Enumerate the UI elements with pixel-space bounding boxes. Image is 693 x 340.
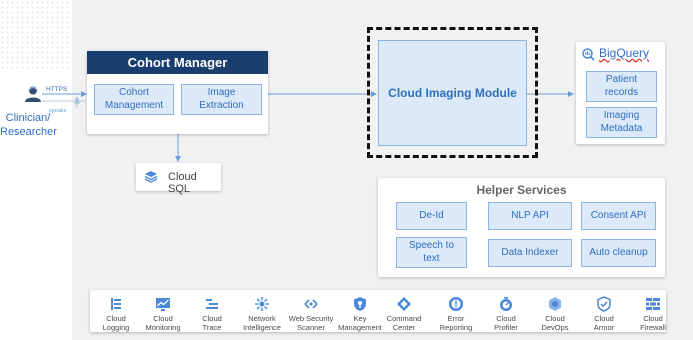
service-label-line1: Cloud (545, 314, 565, 323)
cloud-devops-icon (549, 297, 561, 311)
service-label-line2: Monitoring (145, 323, 181, 333)
microphone-icon (73, 96, 81, 114)
cohort-management-line1: Cohort (118, 87, 149, 98)
cloud-armor-icon (597, 296, 611, 312)
helper-item-consent-api[interactable]: Consent API (581, 202, 656, 230)
cohort-manager-title: Cohort Manager (87, 51, 268, 74)
web-security-scanner-icon (304, 299, 318, 309)
service-cloud-armor[interactable]: Cloud Armor (575, 296, 633, 333)
helper-item-label: Auto cleanup (589, 246, 648, 258)
service-label-line2: Armor (593, 323, 615, 333)
patient-records-box[interactable]: Patient records (586, 71, 657, 102)
key-management-icon (354, 297, 366, 311)
cloud-imaging-module-box[interactable]: Cloud Imaging Module (378, 40, 527, 146)
helper-item-label: Speech to (408, 240, 455, 251)
cloud-firewall-icon (646, 298, 660, 310)
service-label-line2: Center (392, 323, 416, 333)
service-command-center[interactable]: Command Center (375, 296, 433, 333)
service-label-line1: Cloud (153, 314, 173, 323)
service-network-intelligence[interactable]: Network Intelligence (233, 296, 291, 333)
helper-item-label: NLP API (511, 209, 549, 221)
helper-item-label-line2: text (423, 252, 440, 264)
cloud-imaging-module-label: Cloud Imaging Module (388, 85, 517, 100)
protocol-speaks-label: speaks (49, 108, 67, 114)
service-key-management[interactable]: Key Management (331, 296, 389, 333)
service-label-line2: Trace (202, 323, 222, 333)
protocol-https-label: HTTPS (46, 86, 68, 93)
helper-services-title: Helper Services (476, 183, 567, 197)
service-label-line2: DevOps (541, 323, 569, 333)
service-cloud-trace[interactable]: Cloud Trace (183, 296, 241, 333)
error-reporting-icon (449, 297, 463, 311)
cloud-monitoring-icon (156, 298, 170, 311)
actor-avatar-icon (24, 85, 42, 108)
network-intelligence-icon (255, 297, 269, 311)
cloud-profiler-icon (500, 297, 512, 311)
service-label-line2: Profiler (494, 323, 518, 333)
service-error-reporting[interactable]: Error Reporting (427, 296, 485, 333)
service-label-line2: Logging (102, 323, 130, 333)
service-label-line1: Network (248, 314, 276, 323)
service-label-line1: Key (353, 314, 367, 323)
cohort-management-box[interactable]: Cohort Management (94, 84, 174, 115)
helper-item-auto-cleanup[interactable]: Auto cleanup (581, 239, 656, 267)
image-extraction-box[interactable]: Image Extraction (181, 84, 262, 115)
cloud-sql-card[interactable]: Cloud SQL (136, 163, 221, 195)
services-bar (90, 290, 666, 332)
service-cloud-logging[interactable]: Cloud Logging (87, 296, 145, 333)
imaging-metadata-line2: Metadata (600, 122, 643, 134)
actor-label-line2: Researcher (0, 125, 57, 138)
service-label-line1: Web Security (288, 314, 334, 323)
cohort-management-line2: Management (104, 99, 164, 111)
actor-label-line1: Clinician/ (5, 112, 51, 124)
imaging-metadata-box[interactable]: Imaging Metadata (586, 107, 657, 138)
patient-records-line1: Patient (605, 74, 638, 85)
actor-label: Clinician/ Researcher (0, 112, 57, 140)
helper-item-label: De-Id (419, 209, 444, 221)
cloud-trace-icon (206, 299, 218, 309)
service-cloud-firewall[interactable]: Cloud Firewall (624, 296, 682, 333)
service-cloud-devops[interactable]: Cloud DevOps (526, 296, 584, 333)
image-extraction-line2: Extraction (199, 99, 244, 111)
cloud-logging-icon (111, 298, 121, 310)
service-label-line1: Cloud (643, 314, 663, 323)
service-label-line1: Cloud (496, 314, 516, 323)
helper-item-data-indexer[interactable]: Data Indexer (488, 239, 572, 267)
service-label-line1: Cloud (594, 314, 614, 323)
helper-item-label: Consent API (590, 209, 647, 221)
service-cloud-monitoring[interactable]: Cloud Monitoring (134, 296, 192, 333)
helper-item-label: Data Indexer (501, 246, 559, 258)
bigquery-icon (582, 48, 595, 66)
command-center-icon (397, 297, 411, 311)
service-label-line2: Scanner (297, 323, 325, 333)
service-label-line1: Cloud (202, 314, 222, 323)
helper-item-de-id[interactable]: De-Id (396, 202, 467, 230)
bigquery-title: BigQuery (599, 46, 650, 60)
service-label-line1: Error (447, 314, 465, 323)
service-label-line1: Command (386, 314, 422, 323)
imaging-module-dashed-border (367, 27, 538, 158)
cloud-sql-icon (144, 170, 158, 189)
service-cloud-profiler[interactable]: Cloud Profiler (477, 296, 535, 333)
imaging-metadata-line1: Imaging (603, 110, 640, 121)
service-label-line2: Reporting (439, 323, 473, 333)
service-label-line1: Cloud (106, 314, 126, 323)
helper-item-speech-to-text[interactable]: Speech to text (396, 237, 467, 268)
helper-item-nlp-api[interactable]: NLP API (488, 202, 572, 230)
dot-pattern-decoration (0, 0, 70, 70)
service-label-line2: Management (338, 323, 382, 333)
service-label-line2: Firewall (640, 323, 666, 333)
service-label-line2: Intelligence (243, 323, 281, 333)
cloud-sql-label: Cloud SQL (168, 171, 197, 195)
service-web-security-scanner[interactable]: Web Security Scanner (282, 296, 340, 333)
image-extraction-line1: Image (207, 87, 236, 98)
patient-records-line2: records (604, 86, 639, 98)
